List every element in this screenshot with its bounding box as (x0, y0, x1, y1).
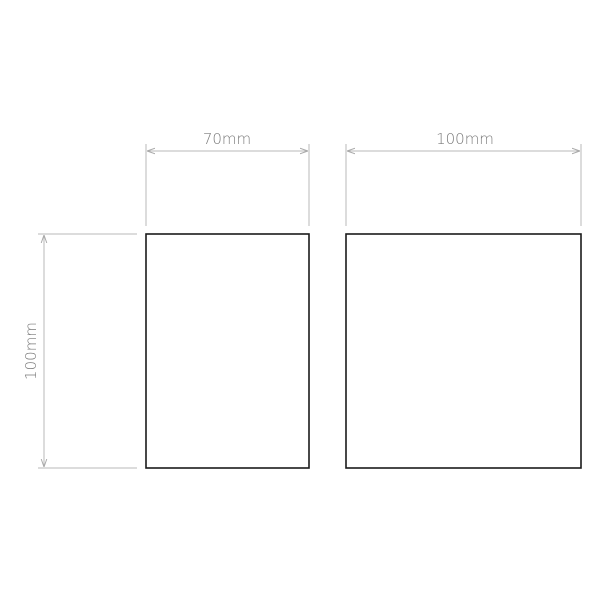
front-width-label: 70mm (203, 130, 251, 148)
side-width-label: 100mm (436, 130, 494, 148)
front-view-outline (145, 233, 310, 469)
side-view-outline (345, 233, 582, 469)
height-dimension: 100mm (22, 233, 137, 469)
side-width-dimension: 100mm (345, 130, 582, 226)
front-width-dimension: 70mm (145, 130, 310, 226)
height-label: 100mm (22, 322, 40, 380)
